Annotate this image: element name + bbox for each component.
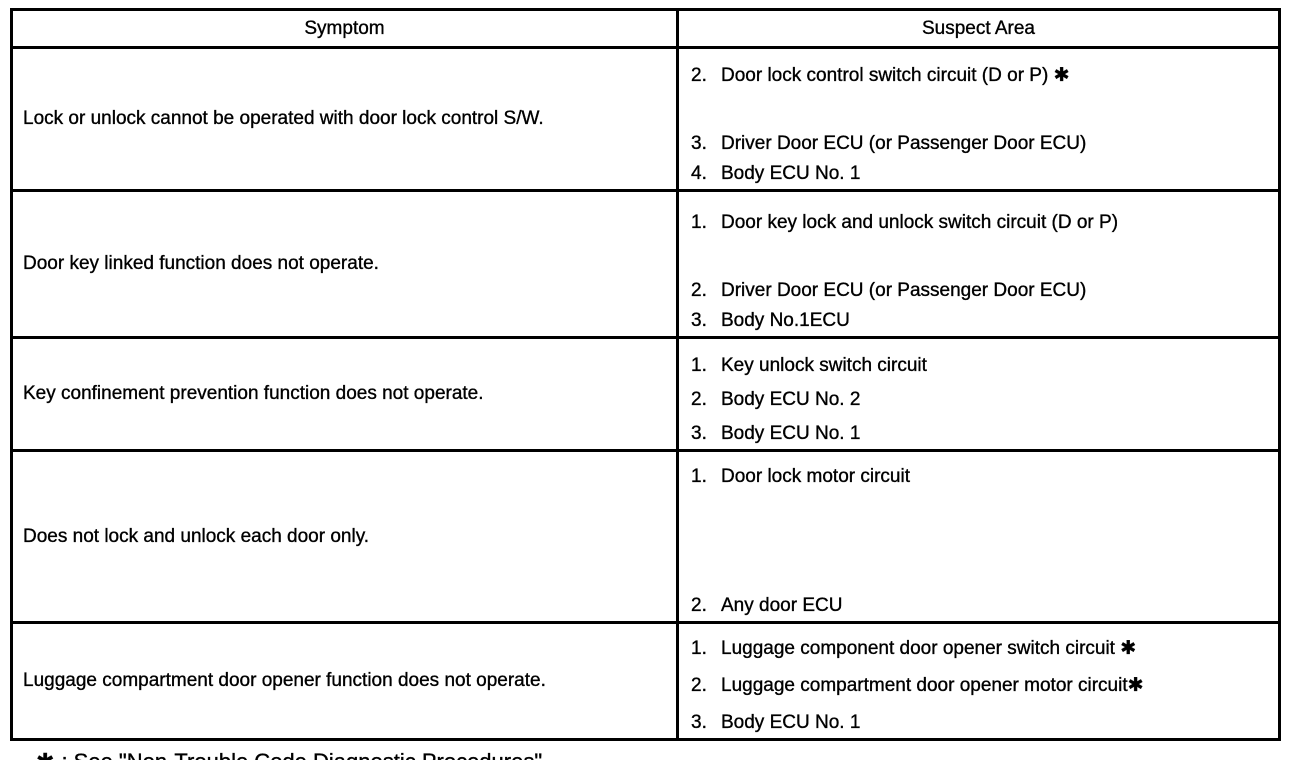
suspect-item-number: 3.: [691, 712, 707, 733]
suspect-cell: 1. Door lock motor circuit 2. Any door E…: [676, 449, 1281, 624]
column-header-symptom: Symptom: [10, 8, 679, 49]
suspect-cell: 1. Key unlock switch circuit 2. Body ECU…: [676, 336, 1281, 452]
suspect-item: 3. Driver Door ECU (or Passenger Door EC…: [691, 129, 1272, 159]
suspect-item: 1. Luggage component door opener switch …: [691, 634, 1272, 664]
suspect-item-number: 2.: [691, 675, 707, 696]
suspect-item: 2. Luggage compartment door opener motor…: [691, 671, 1272, 701]
suspect-item: 3. Body ECU No. 1: [691, 419, 1272, 449]
table-row: Lock or unlock cannot be operated with d…: [10, 46, 1281, 192]
suspect-item: 2. Any door ECU: [691, 591, 1272, 621]
suspect-item-number: 2.: [691, 595, 707, 616]
suspect-item-number: 4.: [691, 163, 707, 184]
suspect-item-number: 1.: [691, 355, 707, 376]
column-header-suspect-area: Suspect Area: [676, 8, 1281, 49]
suspect-item: 1. Key unlock switch circuit: [691, 351, 1272, 381]
suspect-item: 4. Body ECU No. 1: [691, 159, 1272, 189]
table-row: Key confinement prevention function does…: [10, 336, 1281, 452]
suspect-item-text: Body ECU No. 1: [721, 423, 861, 444]
table-header-row: Symptom Suspect Area: [10, 8, 1281, 49]
suspect-cell: 1. Door key lock and unlock switch circu…: [676, 189, 1281, 339]
suspect-item-text: Luggage compartment door opener motor ci…: [721, 675, 1144, 696]
suspect-item: 2. Driver Door ECU (or Passenger Door EC…: [691, 276, 1272, 306]
suspect-item: 2. Body ECU No. 2: [691, 385, 1272, 415]
suspect-item: 2. Door lock control switch circuit (D o…: [691, 61, 1272, 91]
suspect-item-number: 2.: [691, 280, 707, 301]
footnote-text: : See "Non-Trouble Code Diagnostic Proce…: [61, 749, 548, 760]
suspect-item-text: Any door ECU: [721, 595, 843, 616]
symptom-cell: Lock or unlock cannot be operated with d…: [10, 46, 679, 192]
suspect-item-text: Door key lock and unlock switch circuit …: [721, 212, 1119, 233]
suspect-item: 3. Body ECU No. 1: [691, 708, 1272, 738]
table-row: Door key linked function does not operat…: [10, 189, 1281, 339]
symptom-suspect-table: Symptom Suspect Area Lock or unlock cann…: [10, 8, 1281, 741]
suspect-item-text: Door lock motor circuit: [721, 466, 910, 487]
suspect-item: 3. Body No.1ECU: [691, 306, 1272, 336]
suspect-item: 1. Door lock motor circuit: [691, 462, 1272, 492]
suspect-item-text: Body ECU No. 1: [721, 163, 861, 184]
symptom-cell: Does not lock and unlock each door only.: [10, 449, 679, 624]
suspect-item-text: Key unlock switch circuit: [721, 355, 927, 376]
suspect-item-number: 2.: [691, 65, 707, 86]
symptom-cell: Key confinement prevention function does…: [10, 336, 679, 452]
suspect-item-text: Driver Door ECU (or Passenger Door ECU): [721, 133, 1087, 154]
suspect-item-number: 1.: [691, 638, 707, 659]
suspect-item-number: 2.: [691, 389, 707, 410]
suspect-item: 1. Door key lock and unlock switch circu…: [691, 208, 1272, 238]
table-row: Luggage compartment door opener function…: [10, 621, 1281, 741]
suspect-item-text: Driver Door ECU (or Passenger Door ECU): [721, 280, 1087, 301]
suspect-cell: 2. Door lock control switch circuit (D o…: [676, 46, 1281, 192]
suspect-item-number: 1.: [691, 212, 707, 233]
asterisk-icon: ✱: [36, 749, 55, 760]
suspect-item-text: Body No.1ECU: [721, 310, 850, 331]
suspect-cell: 1. Luggage component door opener switch …: [676, 621, 1281, 741]
symptom-cell: Door key linked function does not operat…: [10, 189, 679, 339]
suspect-item-text: Body ECU No. 2: [721, 389, 861, 410]
suspect-item-number: 3.: [691, 423, 707, 444]
suspect-item-number: 1.: [691, 466, 707, 487]
symptom-cell: Luggage compartment door opener function…: [10, 621, 679, 741]
footnote: ✱ : See "Non-Trouble Code Diagnostic Pro…: [10, 749, 1312, 760]
suspect-item-text: Door lock control switch circuit (D or P…: [721, 65, 1070, 86]
suspect-item-text: Luggage component door opener switch cir…: [721, 638, 1137, 659]
suspect-item-number: 3.: [691, 133, 707, 154]
suspect-item-text: Body ECU No. 1: [721, 712, 861, 733]
suspect-item-number: 3.: [691, 310, 707, 331]
table-row: Does not lock and unlock each door only.…: [10, 449, 1281, 624]
